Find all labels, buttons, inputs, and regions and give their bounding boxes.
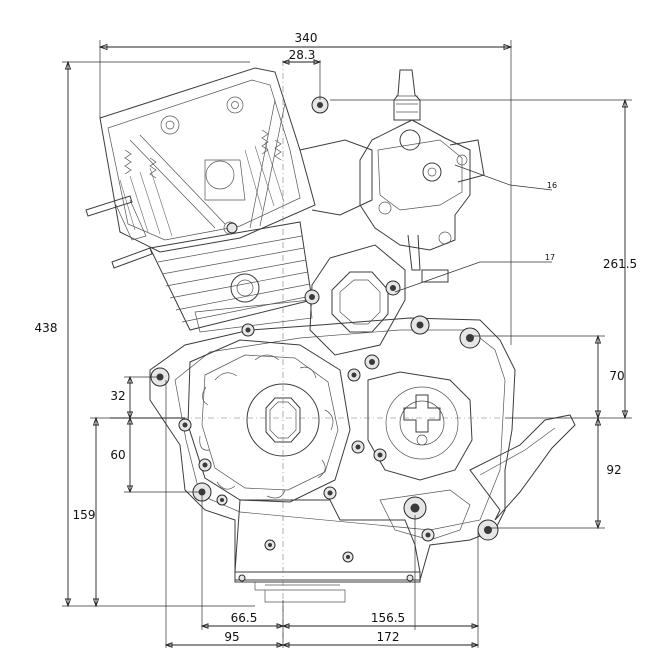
callout-part-16: 16 [547,181,557,190]
dim-bottom-95: 95 [224,630,239,644]
dim-left-60: 60 [110,448,125,462]
dim-overall-width: 340 [295,31,318,45]
dim-offset-top: 28.3 [289,48,316,62]
dim-mount-92: 92 [606,463,621,477]
oil-filter-cover [309,244,406,356]
dim-mount-70: 70 [609,369,624,383]
dimension-labels: 340 28.3 438 261.5 70 92 32 60 159 66.5 … [35,31,638,644]
dim-left-159: 159 [73,508,96,522]
dim-left-32: 32 [110,389,125,403]
dim-bottom-172: 172 [377,630,400,644]
crankcase [149,317,576,603]
center-lines [130,60,500,645]
cylinder-barrel [149,221,313,333]
carburetor [299,69,485,283]
dim-bottom-156-5: 156.5 [371,611,405,625]
dim-bottom-66-5: 66.5 [231,611,258,625]
dim-overall-height: 438 [35,321,58,335]
callout-part-17: 17 [545,253,555,262]
exhaust-studs [85,195,153,269]
cylinder-head [99,67,316,253]
dim-carb-height: 261.5 [603,257,637,271]
dimension-lines [62,40,632,648]
engine-outline [85,60,576,645]
